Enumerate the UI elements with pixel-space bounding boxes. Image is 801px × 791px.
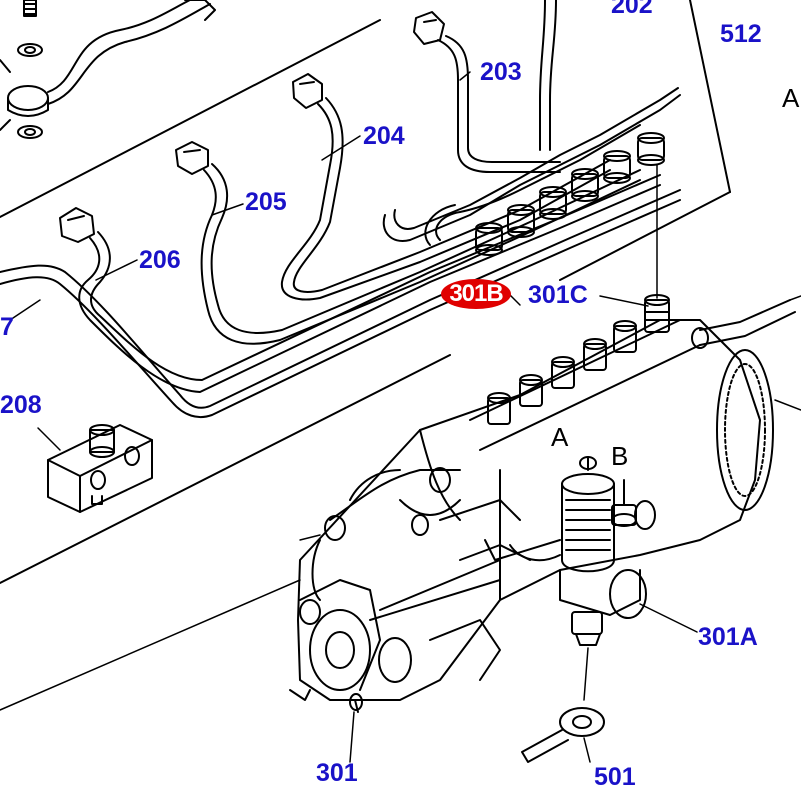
- injection-pipe-204: [280, 73, 611, 301]
- callout-301a[interactable]: 301A: [698, 623, 758, 651]
- injection-pipe-203: [413, 11, 561, 173]
- callout-301b-label: 301B: [449, 280, 503, 307]
- callout-301b-highlight[interactable]: 301B: [441, 279, 511, 309]
- callout-301[interactable]: 301: [316, 759, 358, 787]
- banjo-bolt-501-part: [521, 647, 605, 763]
- injection-pipe-205: [175, 141, 641, 345]
- injection-pipe-207: [0, 189, 681, 419]
- delivery-valve-holders: [487, 294, 670, 425]
- pipe-bundle-loops: [382, 87, 681, 246]
- injection-pipe-206: [59, 174, 661, 393]
- feed-pump-assembly: [559, 456, 656, 646]
- drive-gear: [691, 299, 796, 511]
- callout-204[interactable]: 204: [363, 122, 405, 150]
- callout-207[interactable]: 7: [0, 313, 14, 341]
- callout-203[interactable]: 203: [480, 58, 522, 86]
- callout-501[interactable]: 501: [594, 763, 636, 791]
- pipe-end-nuts: [475, 132, 665, 256]
- clamp-208-part: [47, 424, 153, 513]
- injection-pump-body: [289, 319, 761, 713]
- banjo-fitting-topleft: [0, 0, 216, 139]
- view-letter-b: B: [611, 441, 629, 471]
- callout-205[interactable]: 205: [245, 188, 287, 216]
- view-letter-a: A: [551, 422, 569, 452]
- callout-208[interactable]: 208: [0, 391, 42, 419]
- callout-206[interactable]: 206: [139, 246, 181, 274]
- callout-301c[interactable]: 301C: [528, 281, 588, 309]
- callout-202[interactable]: 202: [611, 0, 653, 19]
- pipe-panel-outline: [0, 0, 731, 584]
- callout-512[interactable]: 512: [720, 20, 762, 48]
- injection-pipe-202: [539, 0, 557, 151]
- leader-lines: [0, 71, 801, 763]
- view-letter-a-edge: A: [782, 83, 800, 113]
